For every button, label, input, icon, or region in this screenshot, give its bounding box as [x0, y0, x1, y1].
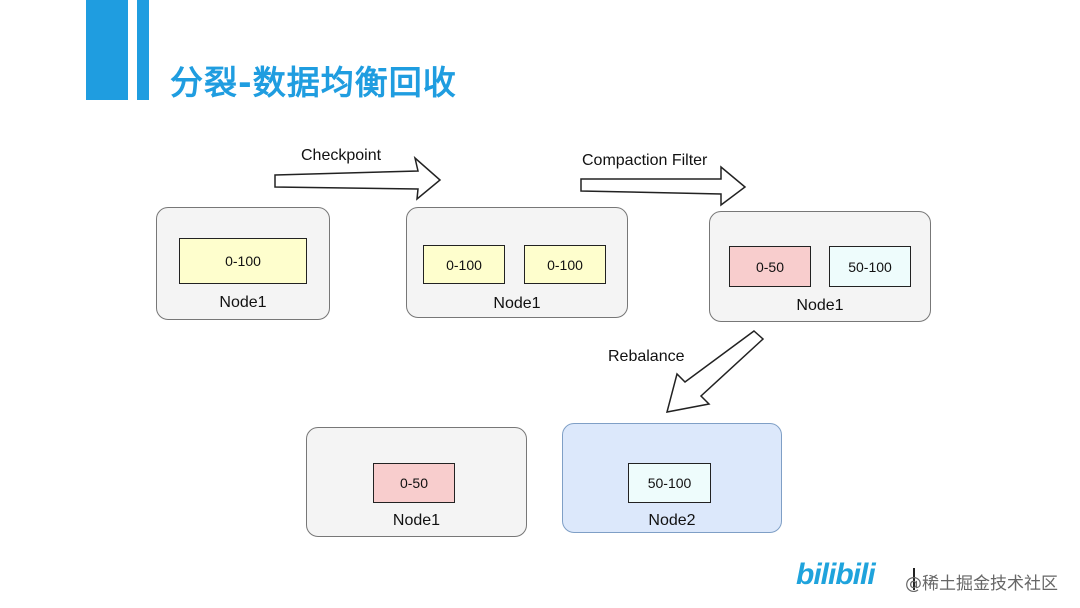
footer-separator: [913, 568, 915, 590]
compaction-filter-label: Compaction Filter: [582, 152, 708, 169]
node-label: Node1: [493, 295, 541, 312]
range-block: 0-50: [373, 463, 455, 503]
rebalance-label: Rebalance: [608, 348, 685, 365]
checkpoint-label: Checkpoint: [301, 147, 382, 164]
range-block: 0-100: [524, 245, 606, 284]
range-block: 50-100: [628, 463, 711, 503]
compaction-arrow: [580, 165, 747, 207]
range-block: 50-100: [829, 246, 911, 287]
accent-bar-narrow: [137, 0, 149, 100]
slide-title: 分裂-数据均衡回收: [170, 63, 457, 102]
node-label: Node1: [219, 294, 267, 311]
accent-bar-wide: [86, 0, 128, 100]
node-label: Node1: [796, 297, 844, 314]
stage3-node: 0-50 50-100 Node1: [709, 211, 931, 322]
rebalance-arrow: [665, 330, 765, 413]
range-block: 0-50: [729, 246, 811, 287]
final-node2: 50-100 Node2: [562, 423, 782, 533]
footer-watermark: @稀土掘金技术社区: [905, 574, 1058, 594]
range-block: 0-100: [179, 238, 307, 284]
node-label: Node1: [392, 512, 441, 529]
bilibili-logo: bilibili: [796, 558, 876, 591]
final-node1: 0-50 Node1: [306, 427, 527, 537]
checkpoint-arrow: [274, 155, 442, 201]
stage1-node: 0-100 Node1: [156, 207, 330, 320]
node-label: Node2: [648, 512, 696, 529]
stage2-node: 0-100 0-100 Node1: [406, 207, 628, 318]
range-block: 0-100: [423, 245, 505, 284]
